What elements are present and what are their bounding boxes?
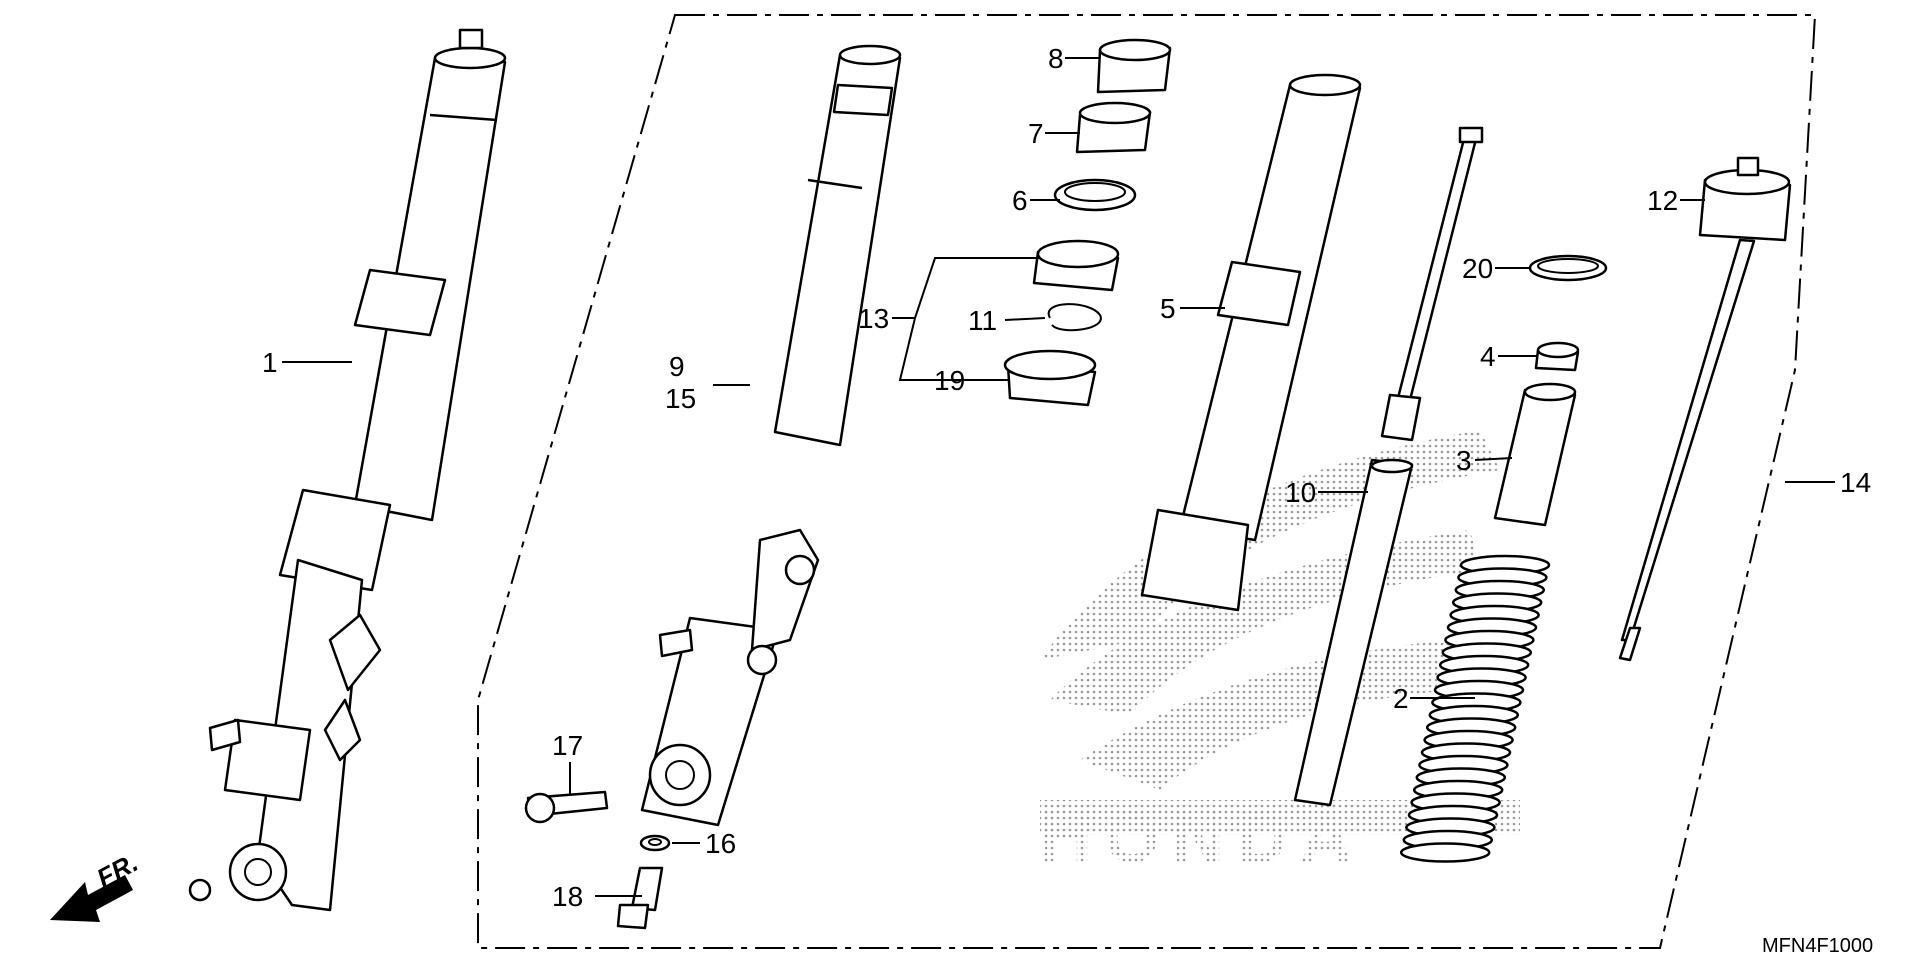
callout-5: 5 (1160, 293, 1176, 324)
fork-inner-tube-part-5 (1140, 73, 1362, 612)
callout-3: 3 (1456, 445, 1472, 476)
callout-15: 15 (665, 383, 696, 414)
callouts: 1 9 15 8 7 6 13 11 19 5 10 12 20 4 3 2 1… (262, 43, 1871, 912)
piston-part-4 (1534, 341, 1580, 372)
fork-assembly-part-1 (188, 28, 507, 912)
callout-14: 14 (1840, 467, 1871, 498)
callout-16: 16 (705, 828, 736, 859)
bushing-part-8 (1096, 38, 1172, 94)
callout-13: 13 (858, 303, 889, 334)
front-direction-arrow: FR. (50, 847, 143, 922)
direction-label: FR. (92, 847, 143, 893)
callout-11: 11 (968, 305, 997, 336)
o-ring-part-20 (1528, 254, 1608, 282)
fork-spring-part-2 (1399, 554, 1551, 863)
damper-rod-part-10 (1293, 126, 1484, 807)
callout-9: 9 (669, 351, 685, 382)
callout-1: 1 (262, 347, 278, 378)
callout-6: 6 (1012, 185, 1028, 216)
bushing-part-7 (1075, 101, 1152, 154)
callout-2: 2 (1393, 683, 1409, 714)
callout-4: 4 (1480, 341, 1496, 372)
fork-outer-tube-part-9 (640, 44, 902, 827)
callout-18: 18 (552, 881, 583, 912)
dust-seal-part-19 (1003, 349, 1097, 407)
callout-8: 8 (1048, 43, 1064, 74)
oil-seal-part-13 (1032, 239, 1120, 292)
washer-part-16 (639, 834, 671, 852)
callout-17: 17 (552, 730, 583, 761)
arrow-left-down-icon (50, 875, 133, 922)
bolt-part-18 (616, 866, 664, 930)
backup-ring-part-6 (1053, 178, 1137, 212)
diagram-code: MFN4F1000 (1762, 935, 1873, 957)
kit-boundary (477, 14, 1817, 949)
callout-19: 19 (934, 365, 965, 396)
callout-7: 7 (1028, 118, 1044, 149)
bolt-part-17 (524, 790, 609, 824)
honda-wordmark: HONDA (1040, 798, 1364, 878)
callout-10: 10 (1285, 477, 1316, 508)
leader-lines (282, 57, 1835, 897)
callout-12: 12 (1647, 185, 1678, 216)
spring-coil (1399, 842, 1491, 863)
fork-bolt-part-12 (1618, 156, 1792, 662)
spacer-pipe-part-3 (1493, 382, 1577, 527)
stopper-ring-part-11 (1047, 303, 1102, 332)
callout-20: 20 (1462, 253, 1493, 284)
